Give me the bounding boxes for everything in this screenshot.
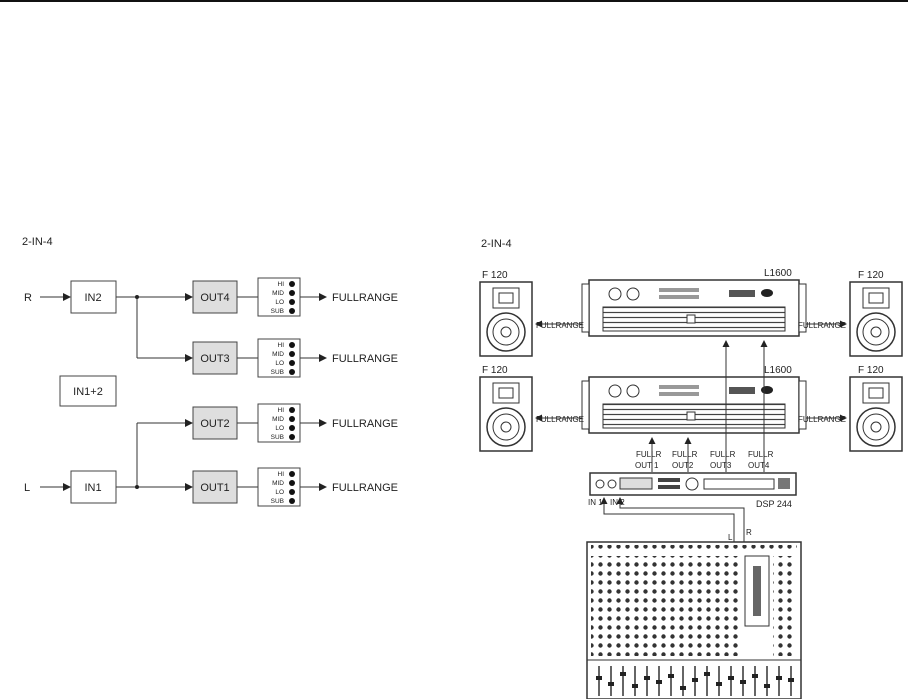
band-mid: MID (272, 290, 284, 297)
band-hi: HI (278, 342, 285, 349)
band-hi: HI (278, 471, 285, 478)
band-box-out2: HI MID LO SUB (257, 403, 301, 443)
out1-label-bottom: OUT 1 (635, 461, 659, 470)
fullrange-out4: FULLRANGE (332, 292, 398, 304)
block-in1: IN1 (84, 482, 101, 494)
right-diagram-title: 2-IN-4 (481, 238, 512, 250)
band-mid: MID (272, 416, 284, 423)
system-wiring-diagram: F 120 F 120 F 120 F 120 (479, 268, 903, 699)
band-mid: MID (272, 480, 284, 487)
speaker-bottom-left (479, 376, 533, 452)
band-box-out1: HI MID LO SUB (257, 467, 301, 507)
band-sub: SUB (271, 498, 284, 505)
band-hi: HI (278, 407, 285, 414)
band-lo: LO (275, 489, 284, 496)
dsp-input-2-label: IN 2 (610, 498, 625, 507)
mixer-output-r-label: R (746, 528, 752, 537)
amplifier-label-bottom: L1600 (764, 365, 792, 376)
out3-label-top: FULLR (710, 450, 736, 459)
speaker-top-right (849, 281, 903, 357)
amplifier-top (581, 279, 807, 337)
band-lo: LO (275, 299, 284, 306)
out2-label-top: FULLR (672, 450, 698, 459)
out4-label-bottom: OUT4 (748, 461, 770, 470)
speaker-label-top-right: F 120 (858, 270, 884, 281)
input-label-l: L (24, 482, 30, 494)
dsp-label: DSP 244 (756, 499, 792, 509)
out4-label-top: FULLR (748, 450, 774, 459)
fullrange-label-bottom-left: FULLRANGE (536, 415, 584, 424)
dsp-input-1-label: IN 1 (588, 498, 603, 507)
band-hi: HI (278, 281, 285, 288)
fullrange-out2: FULLRANGE (332, 418, 398, 430)
band-box-out3: HI MID LO SUB (257, 338, 301, 378)
band-sub: SUB (271, 369, 284, 376)
band-sub: SUB (271, 308, 284, 315)
speaker-label-top-left: F 120 (482, 270, 508, 281)
fullrange-label-top-left: FULLRANGE (536, 321, 584, 330)
block-in2: IN2 (84, 292, 101, 304)
mixer-console (586, 541, 802, 699)
band-lo: LO (275, 360, 284, 367)
speaker-label-bottom-left: F 120 (482, 365, 508, 376)
speaker-label-bottom-right: F 120 (858, 365, 884, 376)
band-sub: SUB (271, 434, 284, 441)
block-out3: OUT3 (200, 353, 229, 365)
dsp-processor (589, 472, 797, 496)
left-diagram-title: 2-IN-4 (22, 236, 53, 248)
amplifier-bottom (581, 376, 807, 434)
speaker-bottom-right (849, 376, 903, 452)
fullrange-label-bottom-right: FULLRANGE (798, 415, 846, 424)
out3-label-bottom: OUT3 (710, 461, 732, 470)
fullrange-label-top-right: FULLRANGE (798, 321, 846, 330)
band-mid: MID (272, 351, 284, 358)
block-out4: OUT4 (200, 292, 229, 304)
out1-label-top: FULLR (636, 450, 662, 459)
speaker-top-left (479, 281, 533, 357)
header-rule (0, 0, 908, 2)
mixer-output-l-label: L (728, 533, 733, 542)
block-out2: OUT2 (200, 418, 229, 430)
out2-label-bottom: OUT2 (672, 461, 694, 470)
input-label-r: R (24, 292, 32, 304)
fullrange-out1: FULLRANGE (332, 482, 398, 494)
block-in1-plus-2: IN1+2 (73, 386, 103, 398)
fullrange-out3: FULLRANGE (332, 353, 398, 365)
band-lo: LO (275, 425, 284, 432)
band-box-out4: HI MID LO SUB (257, 277, 301, 317)
routing-diagram: R L IN2 IN1 IN1+2 OUT4 OUT3 OUT2 OUT1 HI… (24, 277, 398, 507)
amplifier-label-top: L1600 (764, 268, 792, 279)
block-out1: OUT1 (200, 482, 229, 494)
